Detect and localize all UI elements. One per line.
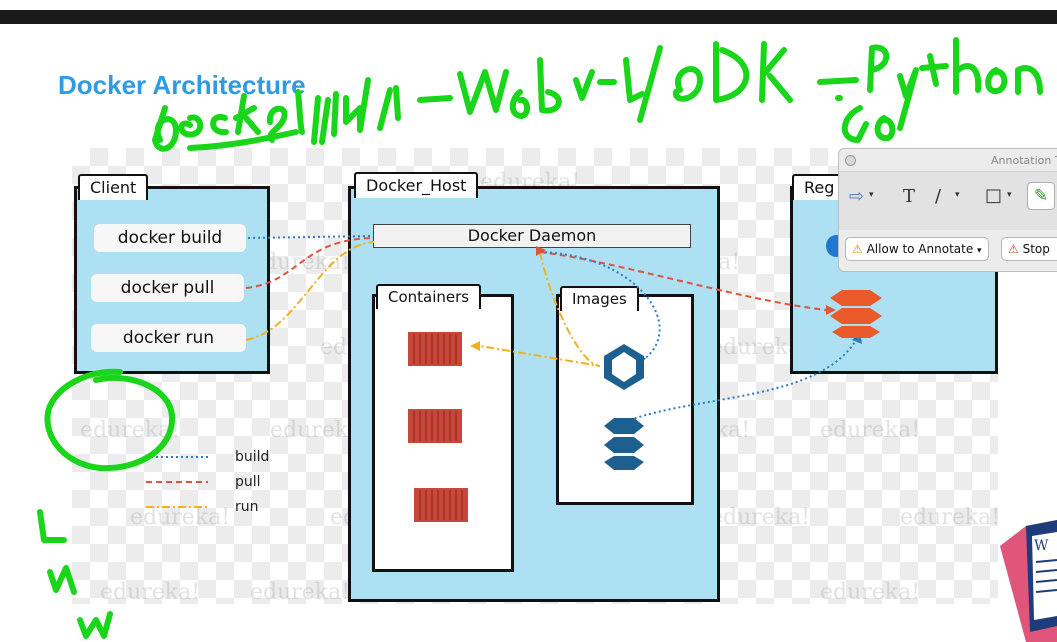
legend-build-label: build: [235, 449, 270, 465]
daemon-registry-pull-arrow: [539, 251, 827, 311]
docker-build-command: docker build: [94, 224, 246, 252]
chevron-down-icon[interactable]: ▾: [1007, 190, 1012, 200]
window-top-bar: [0, 0, 1057, 24]
daemon-container-run-arrow: [479, 251, 601, 367]
chevron-down-icon[interactable]: ▾: [869, 190, 874, 200]
window-close-icon[interactable]: [845, 155, 856, 166]
chevron-down-icon[interactable]: ▾: [955, 190, 960, 200]
images-tab: Images: [560, 286, 639, 311]
watermark: edureka!: [250, 580, 351, 605]
arrow-tool-icon[interactable]: ⇨: [849, 186, 865, 207]
slide-title: Docker Architecture: [58, 70, 306, 100]
allow-annotate-icon: ⚠: [852, 242, 863, 256]
container-icon: [414, 488, 468, 522]
daemon-image-build-arrow: [539, 251, 661, 363]
image-stack-icon: [604, 418, 644, 470]
chevron-down-icon: ▾: [977, 246, 982, 256]
run-arrow: [245, 241, 375, 341]
registry-tab: Reg: [792, 174, 847, 200]
annotation-window[interactable]: Annotation T ⇨ ▾ T ∕ ▾ □ ▾ ✎ ⚠ Allow to …: [838, 148, 1057, 272]
annotation-titlebar[interactable]: Annotation T: [839, 149, 1057, 171]
rectangle-tool-icon[interactable]: □: [985, 185, 1003, 206]
image-registry-push-arrow: [629, 339, 857, 421]
client-tab: Client: [78, 174, 149, 200]
stop-label: Stop: [1022, 242, 1050, 256]
svg-text:W: W: [1034, 538, 1049, 554]
watermark: edureka!: [130, 505, 231, 530]
top-dark-strip: [0, 10, 1057, 24]
watermark: edureka!: [900, 505, 1001, 530]
image-hexagon-icon: [604, 344, 644, 390]
docker-daemon: Docker Daemon: [373, 224, 691, 248]
legend-pull-label: pull: [235, 474, 261, 490]
watermark: edureka!: [820, 418, 921, 443]
daemon-arrowhead: [536, 246, 546, 256]
docker-run-command: docker run: [91, 324, 246, 352]
book-logo-icon: W: [1000, 520, 1057, 642]
legend-run-label: run: [235, 499, 259, 515]
allow-to-annotate-label: Allow to Annotate: [866, 242, 974, 256]
registry-arrowhead: [826, 305, 836, 315]
handwritten-annotations: [37, 37, 1043, 639]
container-icon: [408, 332, 462, 366]
registry-stack-icon: [830, 290, 882, 338]
stop-button[interactable]: ⚠ Stop: [1001, 237, 1057, 261]
docker-host-tab: Docker_Host: [354, 172, 479, 198]
container-icon: [408, 409, 462, 443]
watermark: edureka!: [820, 580, 921, 605]
containers-tab: Containers: [376, 284, 482, 309]
container-arrowhead: [470, 341, 480, 351]
allow-to-annotate-button[interactable]: ⚠ Allow to Annotate ▾: [845, 237, 989, 261]
stop-icon: ⚠: [1008, 242, 1019, 256]
line-tool-icon[interactable]: ∕: [935, 186, 942, 207]
watermark: edureka!: [100, 580, 201, 605]
text-tool-icon[interactable]: T: [903, 186, 916, 207]
pull-arrow: [245, 237, 373, 289]
build-arrow: [247, 235, 373, 239]
annotation-window-title: Annotation T: [991, 154, 1057, 167]
pen-tool-icon[interactable]: ✎: [1027, 182, 1055, 210]
docker-pull-command: docker pull: [91, 274, 244, 302]
annotation-toolbar: ⇨ ▾ T ∕ ▾ □ ▾ ✎: [839, 171, 1057, 230]
watermark: edureka!: [710, 505, 811, 530]
